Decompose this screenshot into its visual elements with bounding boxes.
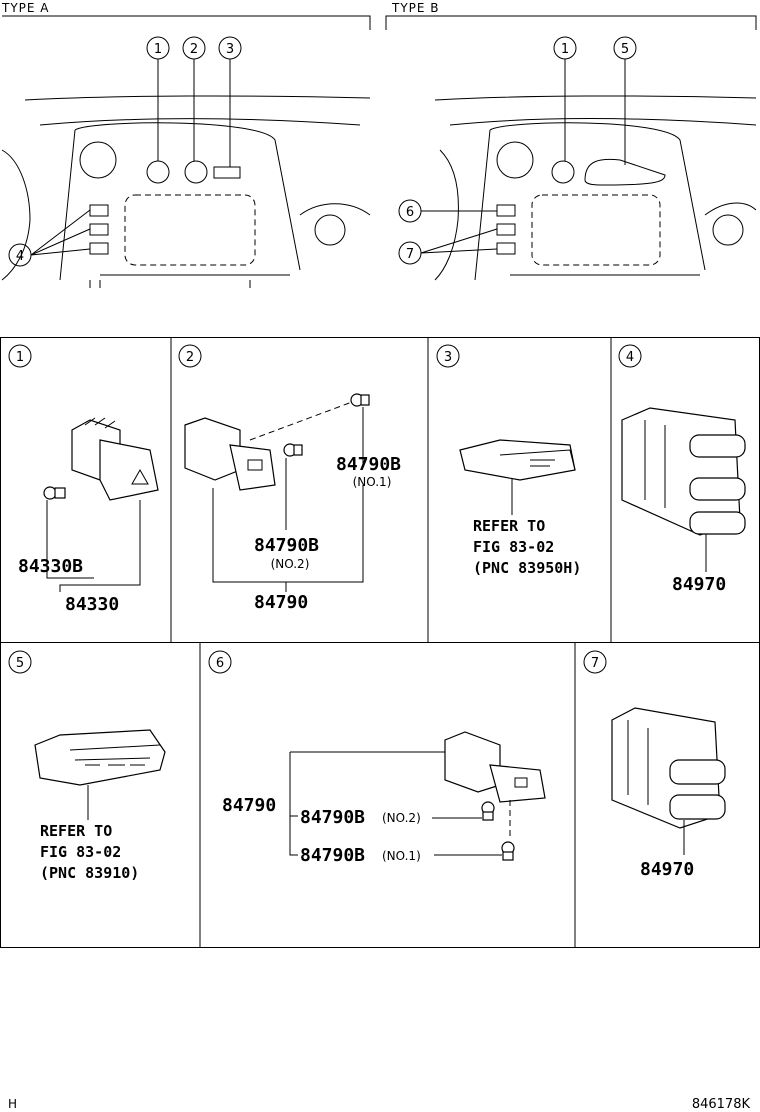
type-a-label: TYPE A xyxy=(1,1,50,15)
type-b-label: TYPE B xyxy=(391,1,440,15)
type-b-header: TYPE B xyxy=(385,1,757,30)
panel-7-number: 7 xyxy=(591,656,599,671)
switch-assy-84970 xyxy=(621,407,746,536)
callout-1-a: 1 xyxy=(154,42,162,57)
part-84790-label: 84790 xyxy=(254,592,308,613)
part-84790b-no1-label-b: 84790B xyxy=(300,845,365,866)
panel-3-number: 3 xyxy=(444,350,452,365)
switch-84790 xyxy=(444,731,546,803)
panel-5-number: 5 xyxy=(16,656,24,671)
callout-2-a: 2 xyxy=(190,42,198,57)
hazard-switch-84330 xyxy=(71,417,159,501)
no2-label: (NO.2) xyxy=(271,557,310,571)
type-a-dashboard xyxy=(1,95,371,288)
callout-1-b: 1 xyxy=(561,42,569,57)
bulb-84330b xyxy=(43,486,66,500)
bulb-84790b-no1 xyxy=(350,393,370,407)
panel-6: 6 84790 84790B (NO.2) 84790B (NO.1) xyxy=(208,650,546,866)
panel-2-number: 2 xyxy=(186,350,194,365)
switch-assy-84970-b xyxy=(611,707,726,829)
bulb-84790b-no2-b xyxy=(481,801,495,821)
panel-5: 5 REFER TO FIG 83-02 (PNC 83910) xyxy=(8,650,166,882)
type-b-dashboard xyxy=(434,95,757,281)
defogger-switch-84790 xyxy=(184,417,276,491)
ref-text-4: REFER TO xyxy=(40,822,112,840)
part-84790-label-b: 84790 xyxy=(222,795,276,816)
switch-83910 xyxy=(34,729,166,786)
part-84970-label-b: 84970 xyxy=(640,859,694,880)
ref-text-2: FIG 83-02 xyxy=(473,538,554,556)
ref-text-1: REFER TO xyxy=(473,517,545,535)
callout-4-a: 4 xyxy=(16,249,24,264)
callout-3-a: 3 xyxy=(226,42,234,57)
bulb-84790b-no1-b xyxy=(501,841,515,861)
ref-text-3: (PNC 83950H) xyxy=(473,559,581,577)
no1-label: (NO.1) xyxy=(353,475,392,489)
panel-4: 4 84970 xyxy=(618,344,746,595)
part-84330b-label: 84330B xyxy=(18,556,83,577)
panel-7: 7 84970 xyxy=(583,650,726,880)
panel-1-number: 1 xyxy=(16,350,24,365)
part-84970-label-a: 84970 xyxy=(672,574,726,595)
figure-id: 846178K xyxy=(692,1097,751,1112)
part-84790b-no1-label: 84790B xyxy=(336,454,401,475)
footer-left: H xyxy=(8,1097,17,1111)
type-b-callouts: 1 5 6 7 xyxy=(398,36,637,265)
bulb-84790b-no2 xyxy=(283,443,303,457)
type-a-callouts: 1 2 3 4 xyxy=(8,36,242,267)
no2-label-b: (NO.2) xyxy=(382,811,421,825)
panel-6-number: 6 xyxy=(216,656,224,671)
ref-text-5: FIG 83-02 xyxy=(40,843,121,861)
callout-6-b: 6 xyxy=(406,205,414,220)
callout-5-b: 5 xyxy=(621,42,629,57)
switch-83950h xyxy=(459,439,576,481)
panel-2: 2 84790B (NO.1) 84790B (NO.2) 84790 xyxy=(178,344,401,613)
no1-label-b: (NO.1) xyxy=(382,849,421,863)
part-84790b-no2-label: 84790B xyxy=(254,535,319,556)
callout-7-b: 7 xyxy=(406,247,414,262)
part-84790b-no2-label-b: 84790B xyxy=(300,807,365,828)
panel-1: 1 84330B 84330 xyxy=(8,344,159,615)
type-a-header: TYPE A xyxy=(1,1,371,30)
panel-3: 3 REFER TO FIG 83-02 (PNC 83950H) xyxy=(436,344,581,577)
part-84330-label: 84330 xyxy=(65,594,119,615)
ref-text-6: (PNC 83910) xyxy=(40,864,139,882)
panel-4-number: 4 xyxy=(626,350,634,365)
